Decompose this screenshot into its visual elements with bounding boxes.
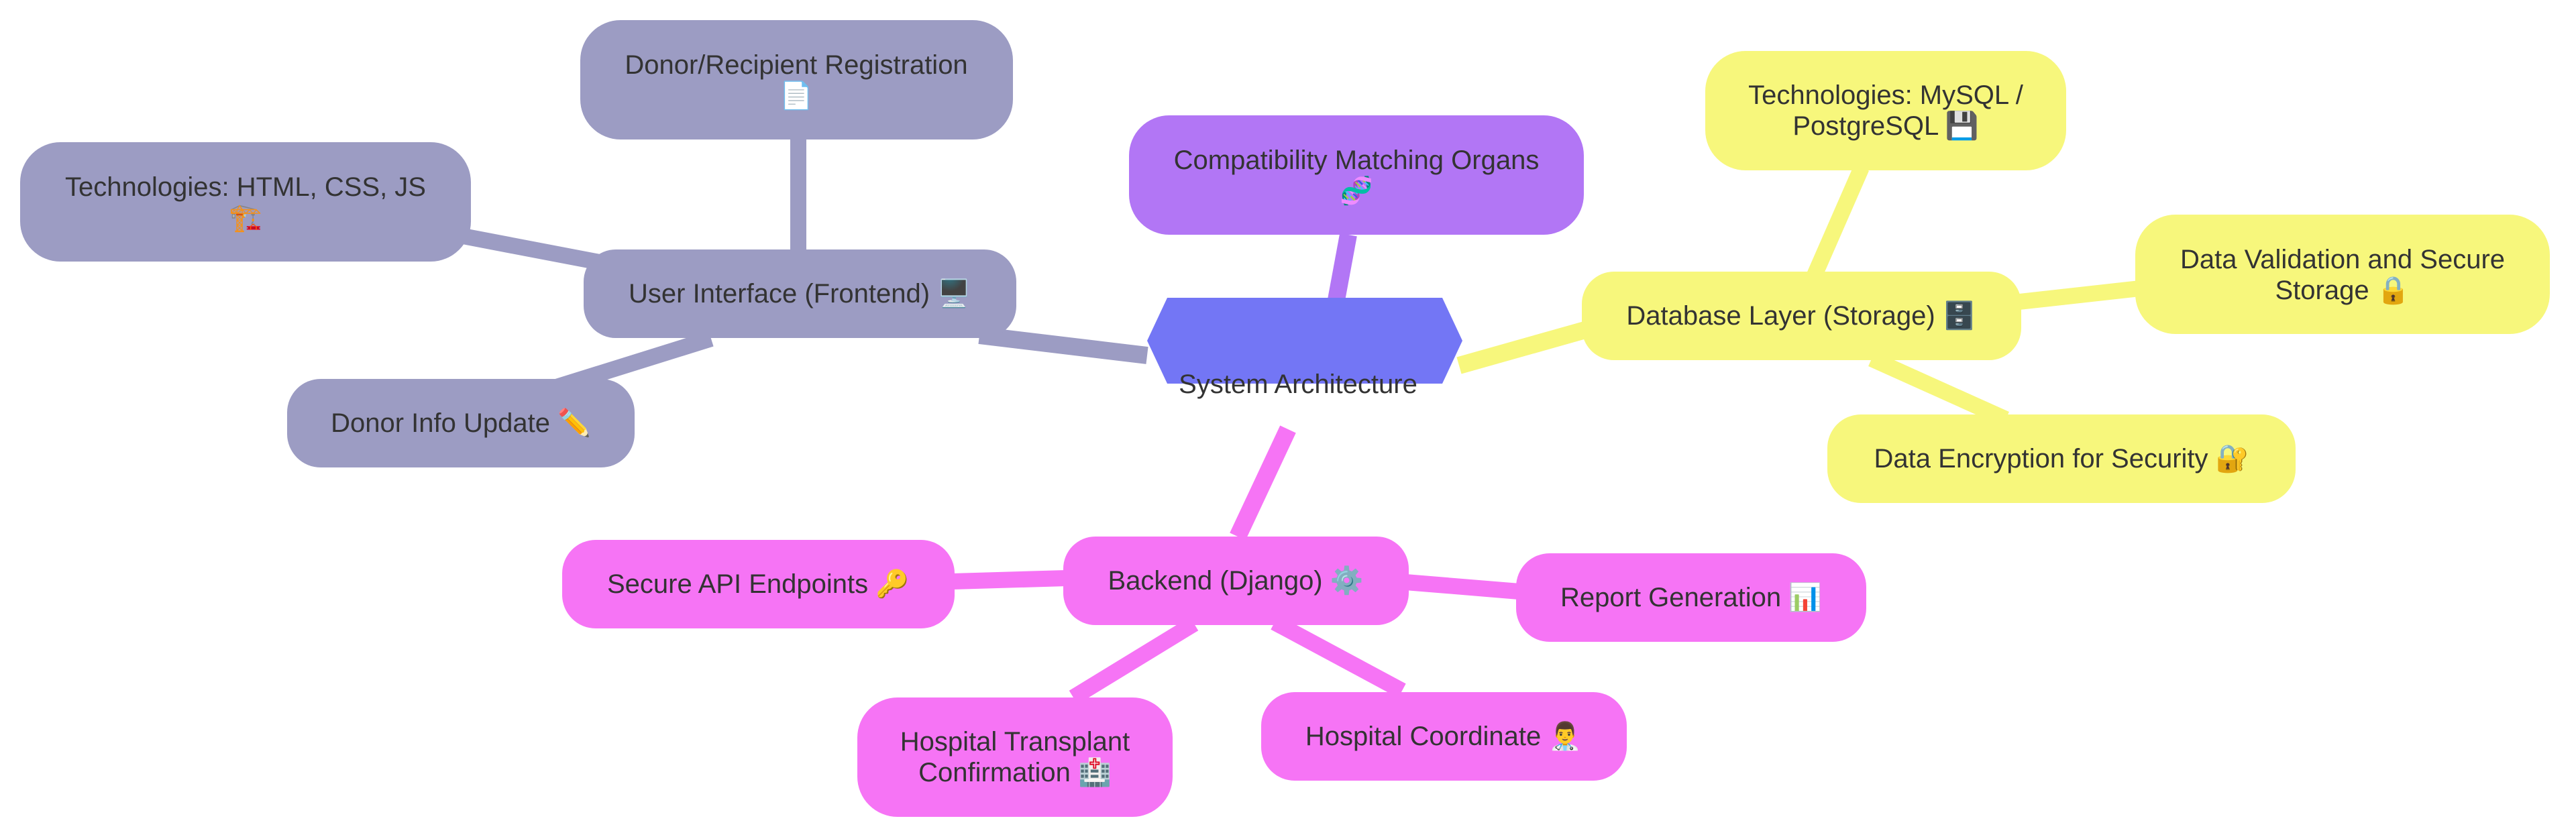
edge-root-database	[1456, 320, 1593, 374]
report-generation-node[interactable]: Report Generation 📊	[1516, 553, 1866, 642]
edge-database-technologies	[1807, 164, 1869, 278]
registration-node[interactable]: Donor/Recipient Registration 📄	[580, 20, 1013, 139]
frontend-technologies-node[interactable]: Technologies: HTML, CSS, JS 🏗️	[20, 142, 471, 262]
secure-api-node-label: Secure API Endpoints 🔑	[607, 567, 909, 600]
frontend-technologies-node-line-1: Technologies: HTML, CSS, JS	[65, 172, 426, 202]
database-node[interactable]: Database Layer (Storage) 🗄️	[1582, 272, 2021, 360]
hospital-coordinate-node-shape	[1261, 692, 1627, 781]
data-validation-node-shape	[2135, 215, 2550, 334]
data-validation-node-line-1: Data Validation and Secure	[2180, 245, 2505, 274]
secure-api-node-shape	[562, 540, 955, 628]
edge-root-frontend	[978, 327, 1148, 364]
hospital-transplant-node-line-1: Hospital Transplant	[900, 727, 1130, 757]
edge-backend-report	[1405, 574, 1520, 600]
frontend-technologies-node-shape	[20, 142, 471, 262]
database-technologies-node-shape	[1705, 51, 2066, 170]
compatibility-node-shape	[1129, 115, 1584, 235]
hospital-coordinate-node-label: Hospital Coordinate 👨‍⚕️	[1305, 720, 1582, 751]
data-validation-node-line-2: Storage 🔒	[2275, 276, 2410, 305]
database-technologies-node-line-2: PostgreSQL 💾	[1792, 110, 1978, 141]
registration-node-line-1: Donor/Recipient Registration	[625, 50, 967, 80]
data-validation-node[interactable]: Data Validation and Secure Storage 🔒	[2135, 215, 2550, 334]
registration-node-line-2: 📄	[780, 80, 813, 111]
edge-root-backend	[1230, 425, 1296, 541]
backend-node-shape	[1063, 537, 1409, 625]
edge-backend-hospital-coordinate	[1271, 615, 1406, 698]
hospital-transplant-node-shape	[857, 697, 1173, 817]
frontend-node-shape	[584, 249, 1016, 338]
donor-info-update-node-label: Donor Info Update ✏️	[331, 406, 591, 438]
report-generation-node-shape	[1516, 553, 1866, 642]
frontend-node[interactable]: User Interface (Frontend) 🖥️	[584, 249, 1016, 338]
compatibility-node-line-1: Compatibility Matching Organs	[1174, 146, 1540, 175]
database-technologies-node-line-1: Technologies: MySQL /	[1748, 80, 2024, 110]
hospital-transplant-node-line-2: Confirmation 🏥	[918, 757, 1112, 787]
root-node-label: System Architecture	[1179, 370, 1417, 399]
edge-backend-hospital-transplant	[1069, 616, 1199, 705]
mindmap-nodes: System Architecture User Interface (Fron…	[20, 20, 2550, 817]
backend-node[interactable]: Backend (Django) ⚙️	[1063, 537, 1409, 625]
edge-database-encryption	[1868, 351, 2009, 427]
registration-node-shape	[580, 20, 1013, 139]
root-node[interactable]: System Architecture	[1147, 298, 1462, 399]
backend-node-label: Backend (Django) ⚙️	[1108, 565, 1363, 596]
hospital-transplant-node[interactable]: Hospital Transplant Confirmation 🏥	[857, 697, 1173, 817]
edge-backend-secure-api	[952, 570, 1067, 590]
report-generation-node-label: Report Generation 📊	[1560, 581, 1822, 612]
secure-api-node[interactable]: Secure API Endpoints 🔑	[562, 540, 955, 628]
donor-info-update-node-shape	[287, 379, 635, 467]
compatibility-node-line-2: 🧬	[1340, 174, 1373, 207]
database-technologies-node[interactable]: Technologies: MySQL / PostgreSQL 💾	[1705, 51, 2066, 170]
compatibility-node[interactable]: Compatibility Matching Organs 🧬	[1129, 115, 1584, 235]
database-node-label: Database Layer (Storage) 🗄️	[1626, 300, 1976, 331]
mindmap-edges	[461, 137, 2141, 705]
data-encryption-node-label: Data Encryption for Security 🔐	[1874, 444, 2249, 473]
hospital-coordinate-node[interactable]: Hospital Coordinate 👨‍⚕️	[1261, 692, 1627, 781]
root-node-shape	[1147, 298, 1462, 384]
data-encryption-node-shape	[1827, 414, 2296, 503]
edge-database-validation	[2018, 280, 2141, 310]
frontend-technologies-node-line-2: 🏗️	[229, 203, 262, 233]
database-node-shape	[1582, 272, 2021, 360]
data-encryption-node[interactable]: Data Encryption for Security 🔐	[1827, 414, 2296, 503]
donor-info-update-node[interactable]: Donor Info Update ✏️	[287, 379, 635, 467]
frontend-node-label: User Interface (Frontend) 🖥️	[629, 278, 971, 309]
